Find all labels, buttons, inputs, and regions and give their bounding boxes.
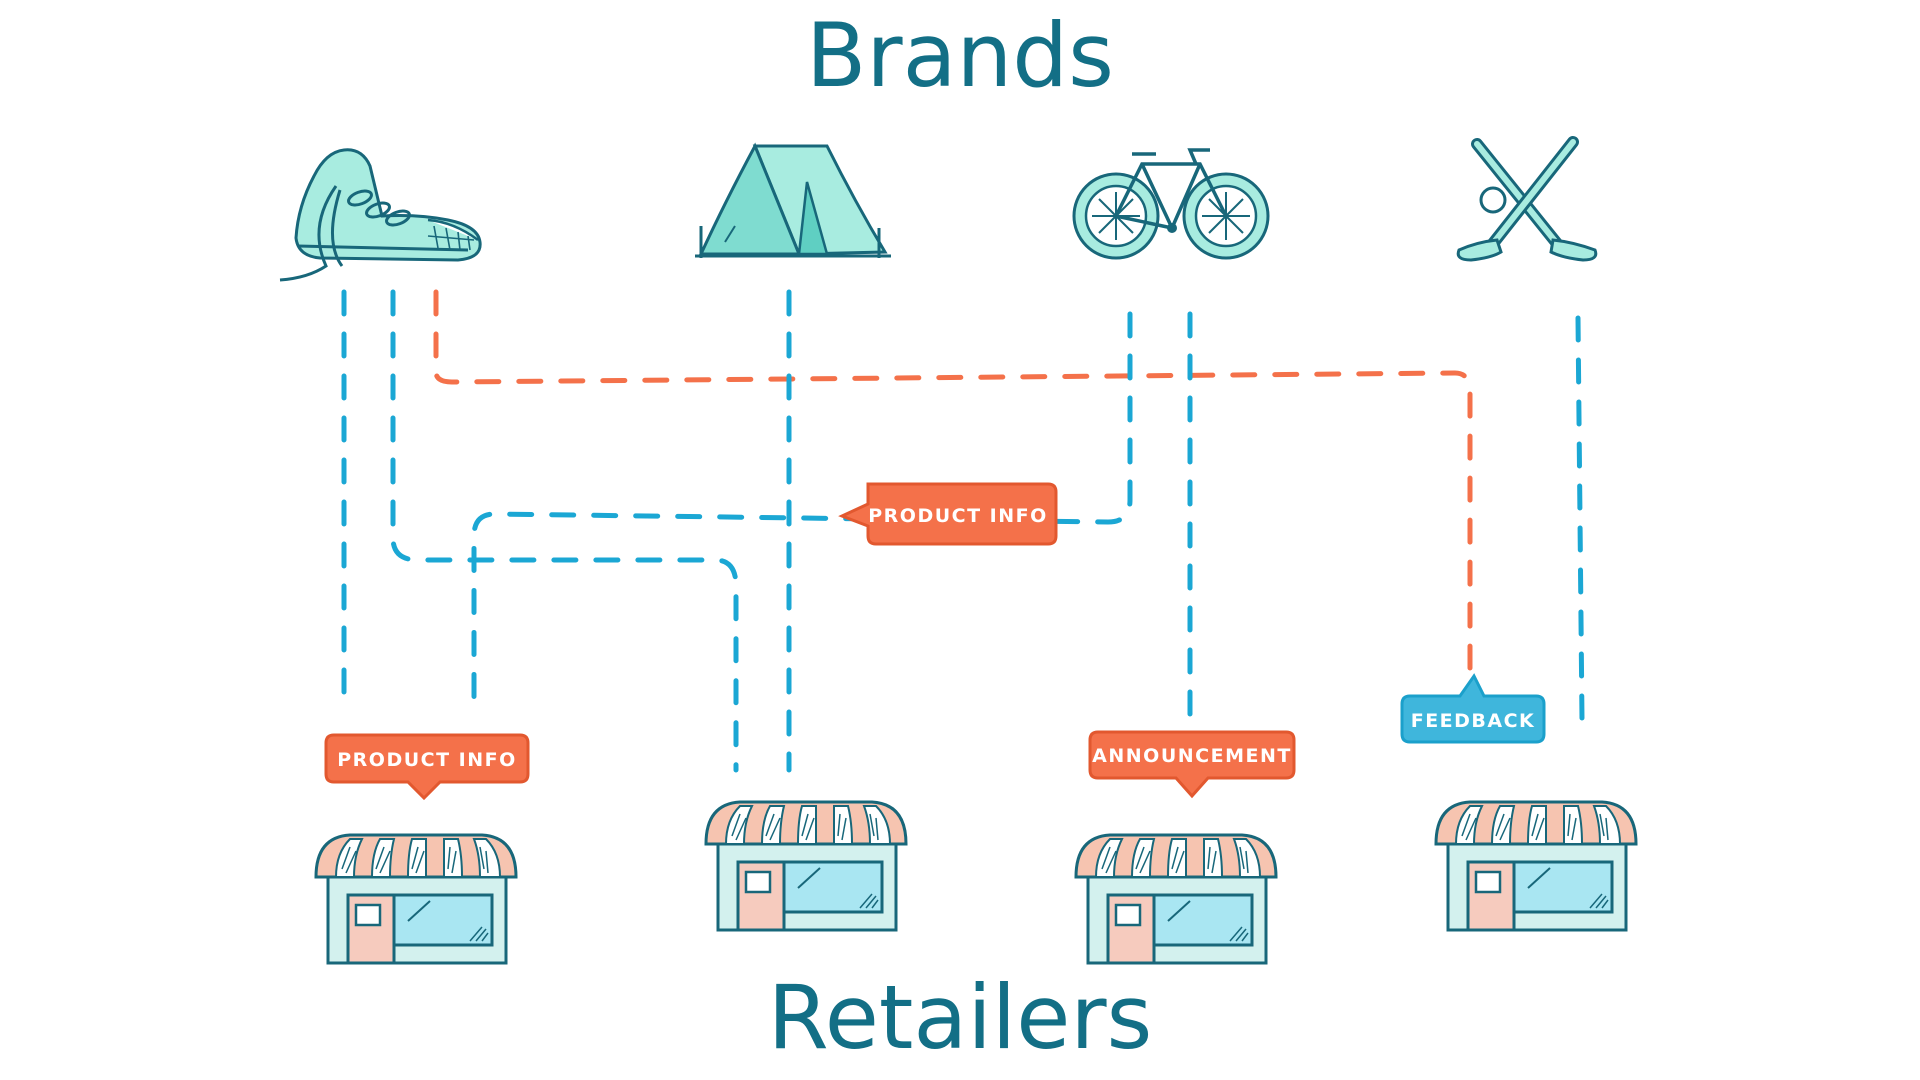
- storefront-icon-2: [704, 800, 908, 932]
- bicycle-icon: [1072, 148, 1270, 260]
- storefront-icon-1: [314, 833, 518, 965]
- storefront-icon-4: [1434, 800, 1638, 932]
- orange-feedback-path: [433, 289, 1473, 671]
- storefront-icon-3: [1074, 833, 1278, 965]
- blue-path-sneaker-2: [390, 289, 739, 773]
- tag-product-info-left-label: PRODUCT INFO: [337, 749, 517, 771]
- tag-product-info-middle: PRODUCT INFO: [838, 482, 1058, 546]
- brands-title: Brands: [806, 4, 1114, 107]
- retailers-title: Retailers: [767, 966, 1153, 1069]
- tag-announcement-label: ANNOUNCEMENT: [1092, 745, 1292, 767]
- tag-feedback: FEEDBACK: [1400, 673, 1546, 744]
- blue-path-bike-1: [471, 311, 1133, 708]
- tag-feedback-label: FEEDBACK: [1411, 710, 1536, 732]
- blue-path-golf: [1575, 315, 1585, 723]
- sneaker-icon: [279, 148, 482, 282]
- tag-product-info-left: PRODUCT INFO: [324, 733, 530, 801]
- connection-paths: [341, 289, 1585, 773]
- tag-announcement: ANNOUNCEMENT: [1088, 730, 1296, 799]
- golf-clubs-icon: [1456, 136, 1598, 262]
- tent-icon: [695, 142, 891, 258]
- tag-product-info-middle-label: PRODUCT INFO: [868, 505, 1048, 527]
